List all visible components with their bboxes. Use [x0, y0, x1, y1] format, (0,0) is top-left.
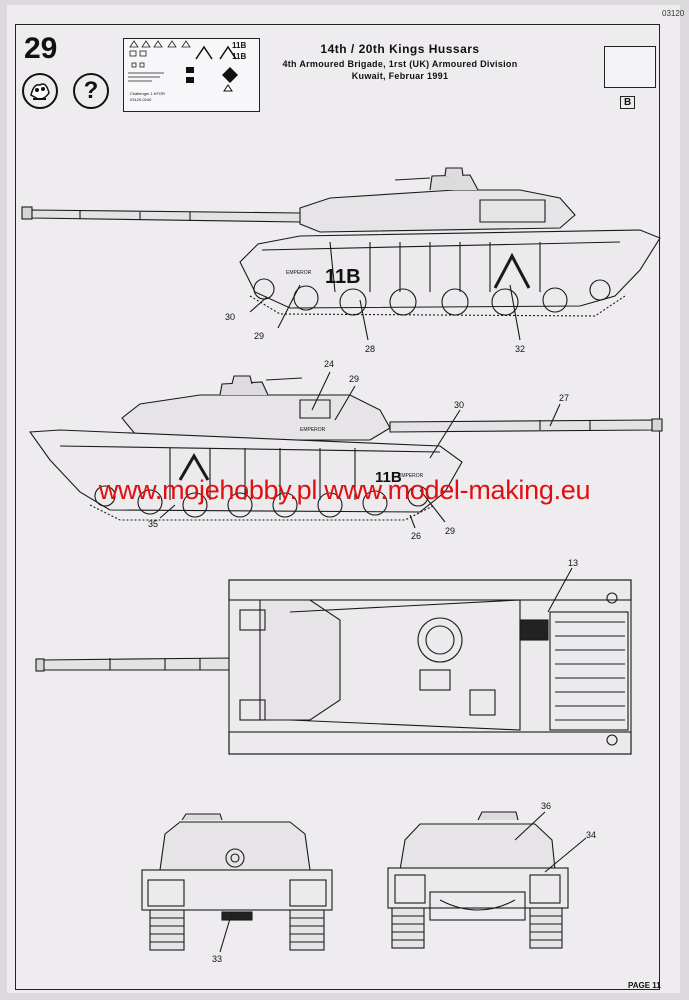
page-frame [15, 24, 660, 990]
callout-35: 35 [148, 519, 159, 529]
callout-27: 27 [559, 393, 570, 403]
callout-29-left: 29 [254, 331, 265, 341]
callout-29-right-top: 29 [349, 374, 360, 384]
decal-fine-print-1: Challenger 1 KFOR [130, 91, 165, 96]
callout-34: 34 [586, 830, 597, 840]
callout-24: 24 [324, 359, 335, 369]
rear-view [387, 811, 587, 949]
side-view-right [28, 371, 663, 529]
vehicle-name-right-hull: EMPEROR [398, 473, 424, 479]
unit-name: 14th / 20th Kings Hussars [320, 42, 480, 56]
callout-30-right: 30 [454, 400, 465, 410]
callout-13: 13 [568, 558, 579, 568]
decal-application-icon [22, 73, 58, 109]
vehicle-name-left: EMPEROR [286, 270, 312, 276]
location-date: Kuwait, Februar 1991 [351, 71, 449, 81]
decal-sheet-graphics [128, 40, 238, 92]
help-icon: ? [73, 73, 109, 109]
decal-11b-second: 11B [232, 52, 247, 61]
paint-color-code: B [620, 96, 636, 109]
paint-color-swatch [604, 46, 656, 88]
decal-11b-top: 11B [232, 41, 247, 50]
callout-28: 28 [365, 344, 376, 354]
document-code: 03120 [662, 9, 685, 18]
top-view [35, 567, 632, 755]
callout-32: 32 [515, 344, 526, 354]
watermark: www.mojehobby.pl www.model-making.eu [98, 475, 591, 505]
formation-name: 4th Armoured Brigade, 1rst (UK) Armoured… [282, 59, 518, 69]
page-number: PAGE 11 [628, 981, 661, 990]
callout-36: 36 [541, 801, 552, 811]
callout-29-right-bottom: 29 [445, 526, 456, 536]
step-title: 14th / 20th Kings Hussars 4th Armoured B… [230, 42, 570, 81]
front-view [141, 813, 333, 953]
callout-33: 33 [212, 954, 223, 964]
hull-number-right: 11B [375, 469, 402, 486]
decal-fine-print-2: 03120-0240 [130, 97, 152, 102]
callout-30-left: 30 [225, 312, 236, 322]
callout-26: 26 [411, 531, 422, 541]
decal-sheet-thumbnail: 11B 11B Challenger 1 KFOR 03120-0240 [123, 38, 260, 112]
hull-number-left: 11B [325, 266, 361, 288]
vehicle-name-right-turret: EMPEROR [300, 427, 326, 433]
step-number: 29 [24, 32, 58, 65]
side-view-left [21, 167, 661, 341]
